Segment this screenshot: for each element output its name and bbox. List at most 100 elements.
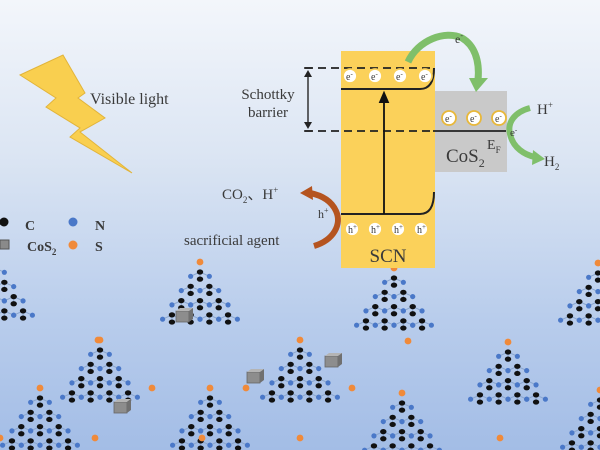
carbon-atom [87, 368, 94, 375]
nitrogen-atom [576, 317, 582, 323]
carbon-atom [381, 296, 388, 303]
nitrogen-atom [514, 353, 520, 359]
carbon-atom [46, 438, 53, 444]
carbon-atom [197, 445, 204, 450]
carbon-atom [206, 312, 213, 318]
carbon-atom [187, 290, 194, 297]
nitrogen-atom [235, 428, 241, 434]
nitrogen-atom [569, 430, 575, 436]
carbon-atom [206, 424, 214, 430]
nitrogen-atom [97, 394, 103, 400]
nitrogen-atom [106, 351, 112, 357]
svg-text:e-: e- [470, 112, 477, 125]
scn-electrons: e-e-e-e- [342, 68, 433, 84]
carbon-atom [418, 318, 426, 324]
nitrogen-atom [46, 428, 52, 434]
nitrogen-atom [278, 365, 284, 372]
nitrogen-atom [354, 322, 360, 328]
carbon-atom [400, 318, 407, 324]
carbon-atom [532, 399, 540, 405]
carbon-atom [168, 319, 176, 325]
nitrogen-atom [125, 380, 131, 386]
carbon-atom [215, 298, 222, 304]
carbon-atom [409, 304, 416, 310]
carbon-atom [398, 400, 406, 406]
svg-text:e-: e- [445, 112, 452, 125]
carbon-atom [495, 370, 502, 377]
carbon-atom [1, 286, 8, 293]
nitrogen-atom [505, 367, 511, 374]
carbon-atom [594, 277, 600, 283]
oxidation-products-label: CO2、H+ [222, 185, 278, 205]
carbon-atom [225, 431, 232, 437]
nitrogen-atom [408, 404, 414, 410]
carbon-atom [178, 298, 185, 304]
carbon-atom [8, 445, 16, 450]
proton-label: H+ [537, 100, 553, 118]
carbon-atom [390, 282, 398, 288]
nitrogen-atom [418, 447, 424, 450]
carbon-atom [196, 305, 204, 311]
carbon-atom [234, 445, 242, 450]
carbon-atom [306, 390, 313, 396]
cos2-particle [175, 308, 193, 323]
carbon-atom [495, 399, 502, 405]
schottky-label: Schottky [241, 87, 295, 103]
hole-icon: h+ [367, 221, 383, 237]
carbon-atom [188, 424, 195, 430]
cos2-particle [246, 369, 264, 384]
sulfur-atom [148, 384, 156, 392]
carbon-atom [390, 275, 398, 281]
svg-text:h+: h+ [394, 223, 403, 236]
sulfur-atom [91, 434, 99, 442]
carbon-atom [381, 289, 388, 295]
nitrogen-atom [260, 394, 266, 400]
carbon-atom [96, 354, 104, 360]
nitrogen-atom [11, 283, 17, 290]
carbon-atom [381, 318, 388, 324]
nitrogen-atom [78, 365, 84, 372]
nitrogen-atom [69, 380, 75, 386]
carbon-atom [46, 445, 53, 450]
nitrogen-atom [578, 444, 584, 450]
carbon-atom [566, 313, 574, 319]
nitrogen-atom [586, 274, 592, 280]
nitrogen-atom [207, 442, 213, 448]
carbon-atom [106, 361, 113, 367]
sulfur-atom [348, 384, 356, 392]
nitrogen-atom [408, 433, 414, 439]
nitrogen-atom [1, 298, 7, 304]
nitrogen-atom [116, 394, 122, 400]
carbon-atom [315, 376, 322, 382]
carbon-atom [206, 431, 214, 437]
carbon-atom [504, 349, 512, 355]
carbon-atom [296, 347, 304, 353]
nitrogen-atom [418, 418, 424, 425]
nitrogen-atom [28, 428, 34, 434]
heptazine-unit [354, 264, 434, 331]
carbon-atom [514, 392, 521, 398]
electron-icon: e- [466, 110, 482, 126]
heptazine-unit [558, 259, 600, 326]
nitrogen-atom [496, 353, 502, 359]
sulfur-atom [196, 258, 204, 266]
carbon-atom [27, 409, 34, 415]
heptazine-unit [560, 386, 600, 450]
carbon-atom [381, 325, 388, 331]
nitrogen-atom [206, 273, 212, 279]
heptazine-unit [0, 384, 80, 450]
nitrogen-atom [56, 413, 62, 420]
carbon-atom [216, 409, 223, 415]
carbon-atom [504, 385, 512, 391]
carbon-atom [306, 361, 313, 367]
carbon-atom [106, 397, 113, 403]
nitrogen-atom [0, 442, 6, 448]
nitrogen-atom [226, 413, 232, 420]
carbon-atom [372, 311, 379, 317]
nitrogen-atom [97, 365, 103, 372]
carbon-atom [476, 392, 484, 398]
carbon-atom [287, 368, 294, 375]
carbon-atom [1, 315, 8, 321]
carbon-atom [409, 311, 416, 317]
carbon-atom [362, 325, 370, 331]
